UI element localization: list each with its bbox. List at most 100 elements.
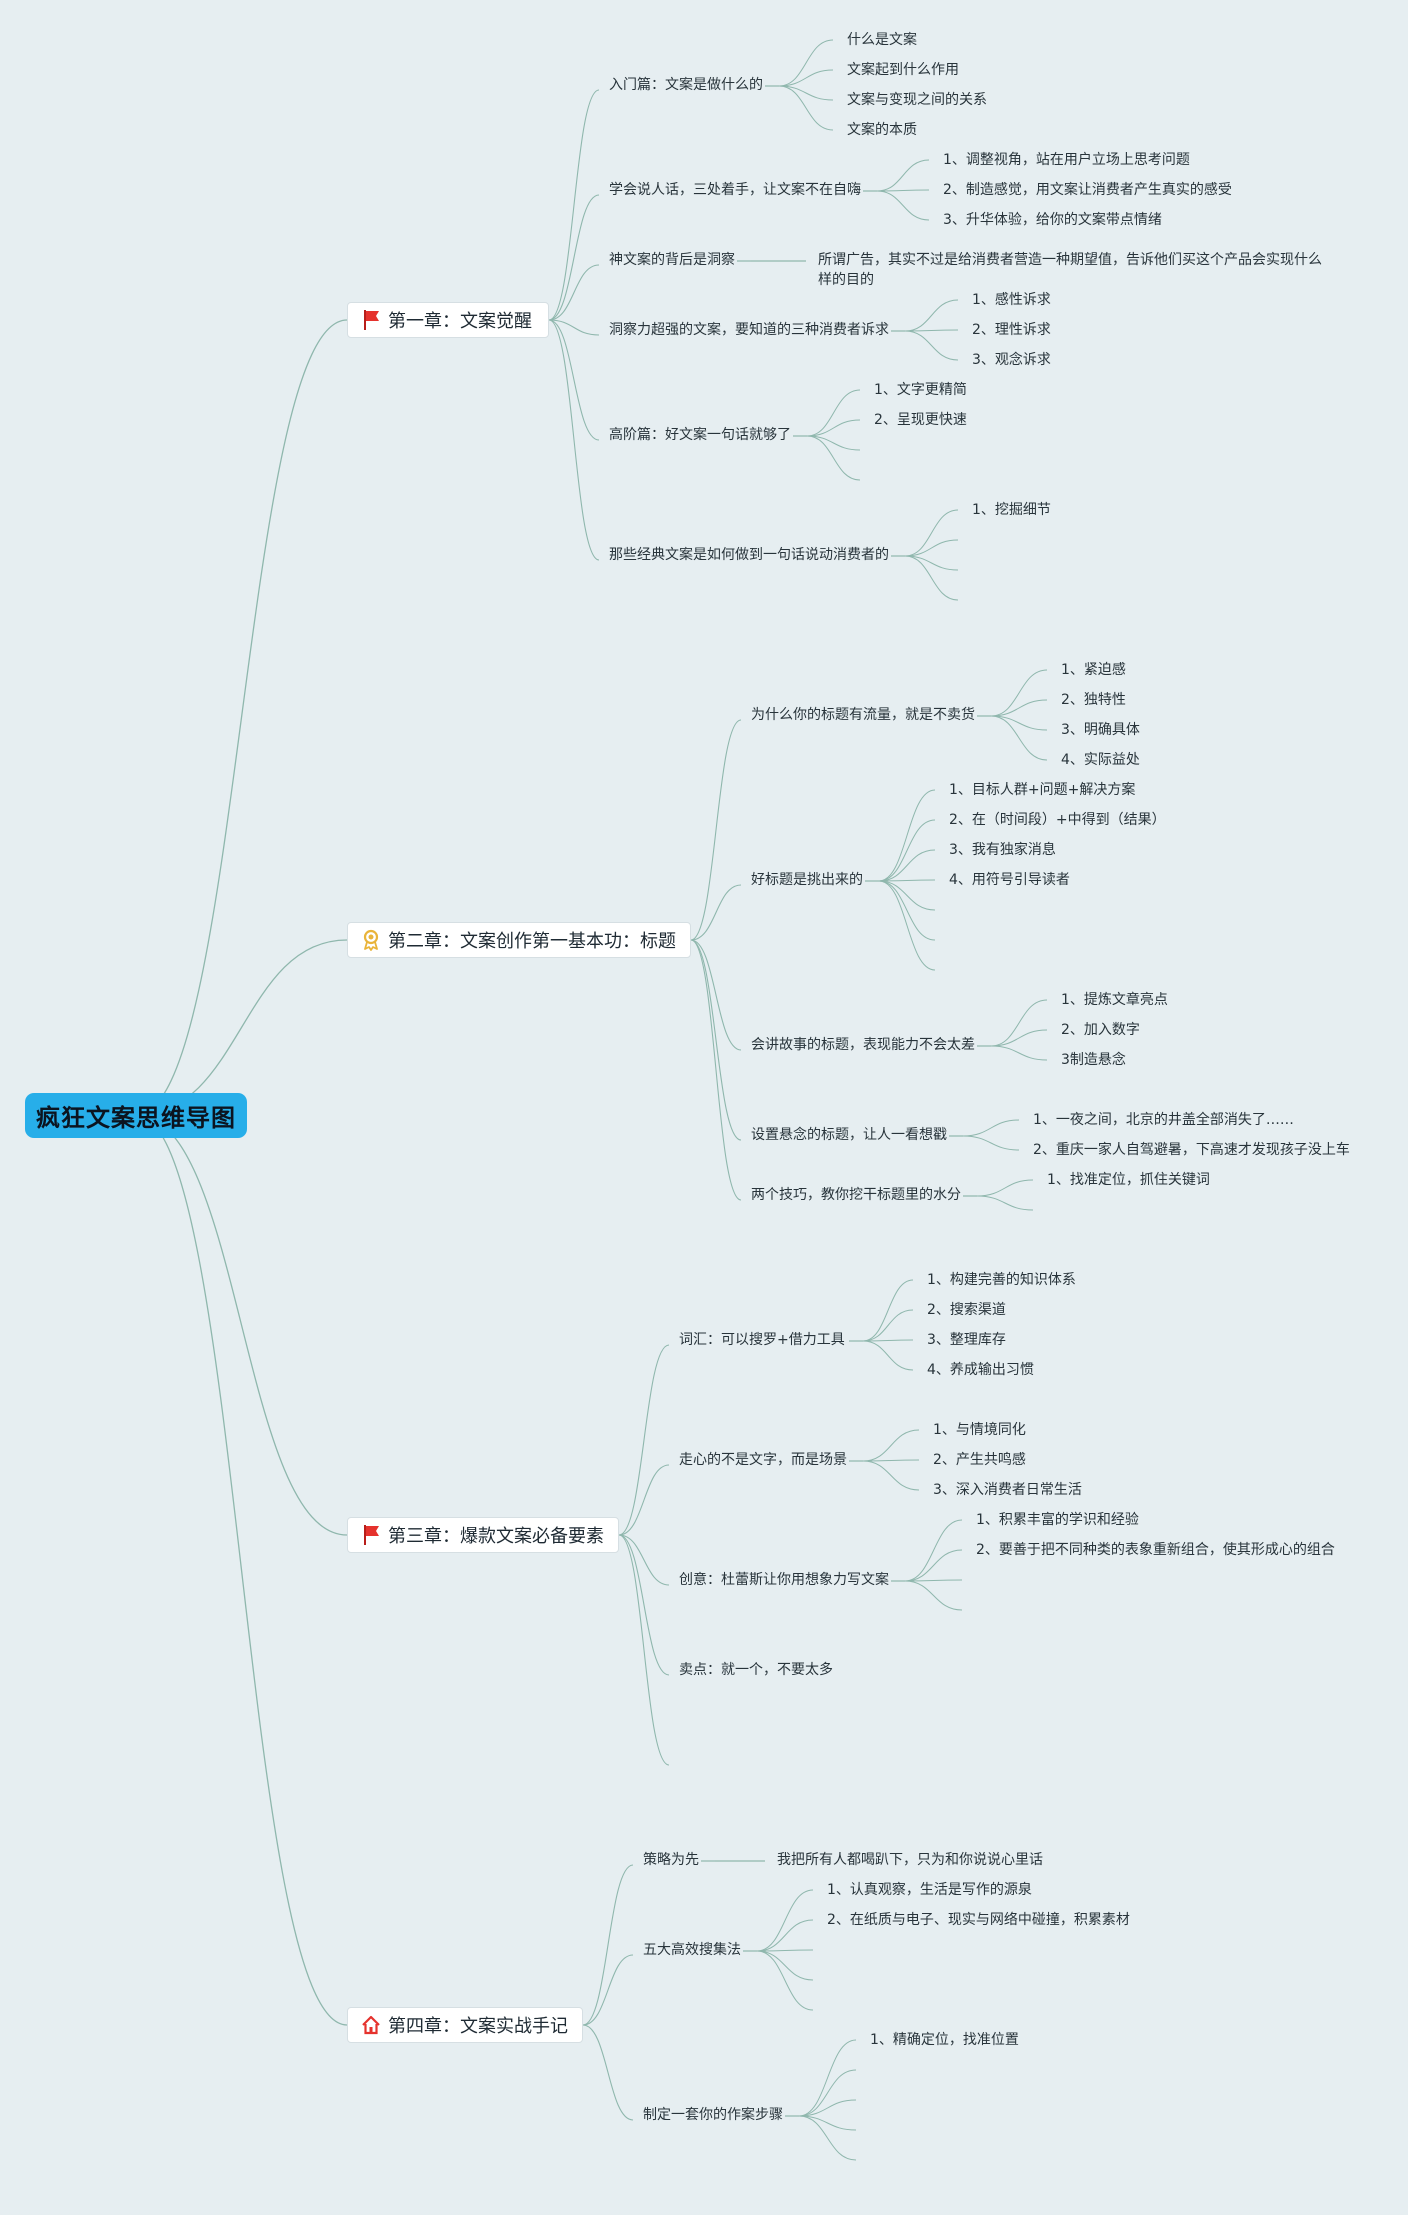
topic-node[interactable]: 策略为先 [643,1852,699,1868]
chapter-topic-link [582,1864,634,2026]
subtopic-node[interactable]: 3、观念诉求 [972,352,1051,368]
subtopic-node[interactable]: 4、实际益处 [1061,752,1140,768]
child-link [904,555,959,601]
topic-node[interactable]: 神文案的背后是洞察 [609,252,735,268]
child-link [876,190,930,221]
child-link [798,2099,857,2117]
child-link [904,299,959,332]
subtopic-node[interactable]: 1、挖掘细节 [972,502,1051,518]
child-link [962,1135,1020,1151]
topic-node[interactable]: 两个技巧，教你挖干标题里的水分 [751,1187,961,1203]
subtopic-node[interactable]: 2、制造感觉，用文案让消费者产生真实的感受 [943,182,1232,198]
subtopic-node[interactable]: 2、在（时间段）+中得到（结果） [949,812,1166,828]
subtopic-node[interactable]: 1、与情境同化 [933,1422,1026,1438]
child-link [878,880,936,941]
subtopic-node[interactable]: 1、找准定位，抓住关键词 [1047,1172,1210,1188]
chapter-node-4[interactable]: 第四章：文案实战手记 [347,2007,583,2043]
chapter-node-3[interactable]: 第三章：爆款文案必备要素 [347,1517,619,1553]
subtopic-node[interactable]: 4、用符号引导读者 [949,872,1070,888]
subtopic-node[interactable]: 1、积累丰富的学识和经验 [976,1512,1139,1528]
chapter-topic-link [618,1464,670,1536]
topic-node[interactable]: 好标题是挑出来的 [751,872,863,888]
subtopic-node[interactable]: 什么是文案 [847,32,917,48]
chapter-topic-link [548,319,600,561]
house-icon [360,2014,382,2036]
topic-node[interactable]: 为什么你的标题有流量，就是不卖货 [751,707,975,723]
chapter-topic-link [582,1954,634,2026]
subtopic-node[interactable]: 3、我有独家消息 [949,842,1056,858]
child-link [990,715,1048,761]
root-chapter-link-4 [135,1114,348,2026]
subtopic-node[interactable]: 1、一夜之间，北京的井盖全部消失了…… [1033,1112,1294,1128]
child-link [990,1029,1048,1047]
subtopic-node[interactable]: 2、在纸质与电子、现实与网络中碰撞，积累素材 [827,1912,1130,1928]
chapter-topic-link [690,719,742,941]
subtopic-node[interactable]: 3制造悬念 [1061,1052,1126,1068]
chapter-topic-link [690,939,742,1051]
subtopic-node[interactable]: 1、文字更精简 [874,382,967,398]
subtopic-node[interactable]: 2、重庆一家人自驾避暑，下高速才发现孩子没上车 [1033,1142,1350,1158]
subtopic-node[interactable]: 1、调整视角，站在用户立场上思考问题 [943,152,1190,168]
subtopic-node[interactable]: 2、搜索渠道 [927,1302,1006,1318]
chapter-label: 第四章：文案实战手记 [388,2016,568,2037]
topic-node[interactable]: 制定一套你的作案步骤 [643,2107,783,2123]
topic-node[interactable]: 五大高效搜集法 [643,1942,741,1958]
topic-node[interactable]: 卖点：就一个，不要太多 [679,1662,833,1678]
child-link [904,539,959,557]
subtopic-node[interactable]: 1、认真观察，生活是写作的源泉 [827,1882,1032,1898]
child-link [904,329,959,332]
award-badge-icon [360,929,382,951]
subtopic-node[interactable]: 文案与变现之间的关系 [847,92,987,108]
child-link [990,669,1048,717]
child-link [778,69,834,87]
chapter-topic-link [690,939,742,1201]
chapter-topic-link [548,264,600,321]
topic-node[interactable]: 会讲故事的标题，表现能力不会太差 [751,1037,975,1053]
topic-node[interactable]: 洞察力超强的文案，要知道的三种消费者诉求 [609,322,889,338]
subtopic-node[interactable]: 3、整理库存 [927,1332,1006,1348]
topic-node[interactable]: 走心的不是文字，而是场景 [679,1452,847,1468]
child-link [990,715,1048,731]
topic-node[interactable]: 创意：杜蕾斯让你用想象力写文案 [679,1572,889,1588]
subtopic-node[interactable]: 文案的本质 [847,122,917,138]
subtopic-node[interactable]: 1、构建完善的知识体系 [927,1272,1076,1288]
subtopic-node[interactable]: 3、明确具体 [1061,722,1140,738]
child-link [798,2069,857,2117]
topic-node[interactable]: 那些经典文案是如何做到一句话说动消费者的 [609,547,889,563]
subtopic-node[interactable]: 3、深入消费者日常生活 [933,1482,1082,1498]
chapter-topic-link [618,1534,670,1766]
subtopic-node[interactable]: 1、提炼文章亮点 [1061,992,1168,1008]
topic-node[interactable]: 入门篇：文案是做什么的 [609,77,763,93]
child-link [990,699,1048,717]
root-node[interactable]: 疯狂文案思维导图 [25,1093,247,1138]
subtopic-node[interactable]: 2、呈现更快速 [874,412,967,428]
subtopic-node[interactable]: 4、养成输出习惯 [927,1362,1034,1378]
child-link [878,879,936,882]
child-link [876,159,930,192]
subtopic-node[interactable]: 文案起到什么作用 [847,62,959,78]
chapter-node-1[interactable]: 第一章：文案觉醒 [347,302,549,338]
subtopic-node[interactable]: 3、升华体验，给你的文案带点情绪 [943,212,1162,228]
child-link [756,1950,814,1981]
topic-node[interactable]: 设置悬念的标题，让人一看想戳 [751,1127,947,1143]
subtopic-node[interactable]: 2、加入数字 [1061,1022,1140,1038]
topic-node[interactable]: 高阶篇：好文案一句话就够了 [609,427,791,443]
subtopic-node[interactable]: 1、精确定位，找准位置 [870,2032,1019,2048]
chapter-node-2[interactable]: 第二章：文案创作第一基本功：标题 [347,922,691,958]
child-link [862,1279,914,1342]
subtopic-node[interactable]: 2、产生共鸣感 [933,1452,1026,1468]
child-link [878,880,936,971]
topic-node[interactable]: 学会说人话，三处着手，让文案不在自嗨 [609,182,861,198]
subtopic-node[interactable]: 1、紧迫感 [1061,662,1126,678]
subtopic-node[interactable]: 1、感性诉求 [972,292,1051,308]
subtopic-node[interactable]: 所谓广告，其实不过是给消费者营造一种期望值，告诉他们买这个产品会实现什么样的目的 [818,252,1322,288]
subtopic-node[interactable]: 2、独特性 [1061,692,1126,708]
subtopic-node[interactable]: 2、要善于把不同种类的表象重新组合，使其形成心的组合 [976,1542,1335,1558]
subtopic-node[interactable]: 我把所有人都喝趴下，只为和你说说心里话 [777,1852,1043,1868]
subtopic-node[interactable]: 2、理性诉求 [972,322,1051,338]
child-link [778,39,834,87]
subtopic-node[interactable]: 1、目标人群+问题+解决方案 [949,782,1136,798]
topic-node[interactable]: 词汇：可以搜罗+借力工具 [679,1332,845,1348]
